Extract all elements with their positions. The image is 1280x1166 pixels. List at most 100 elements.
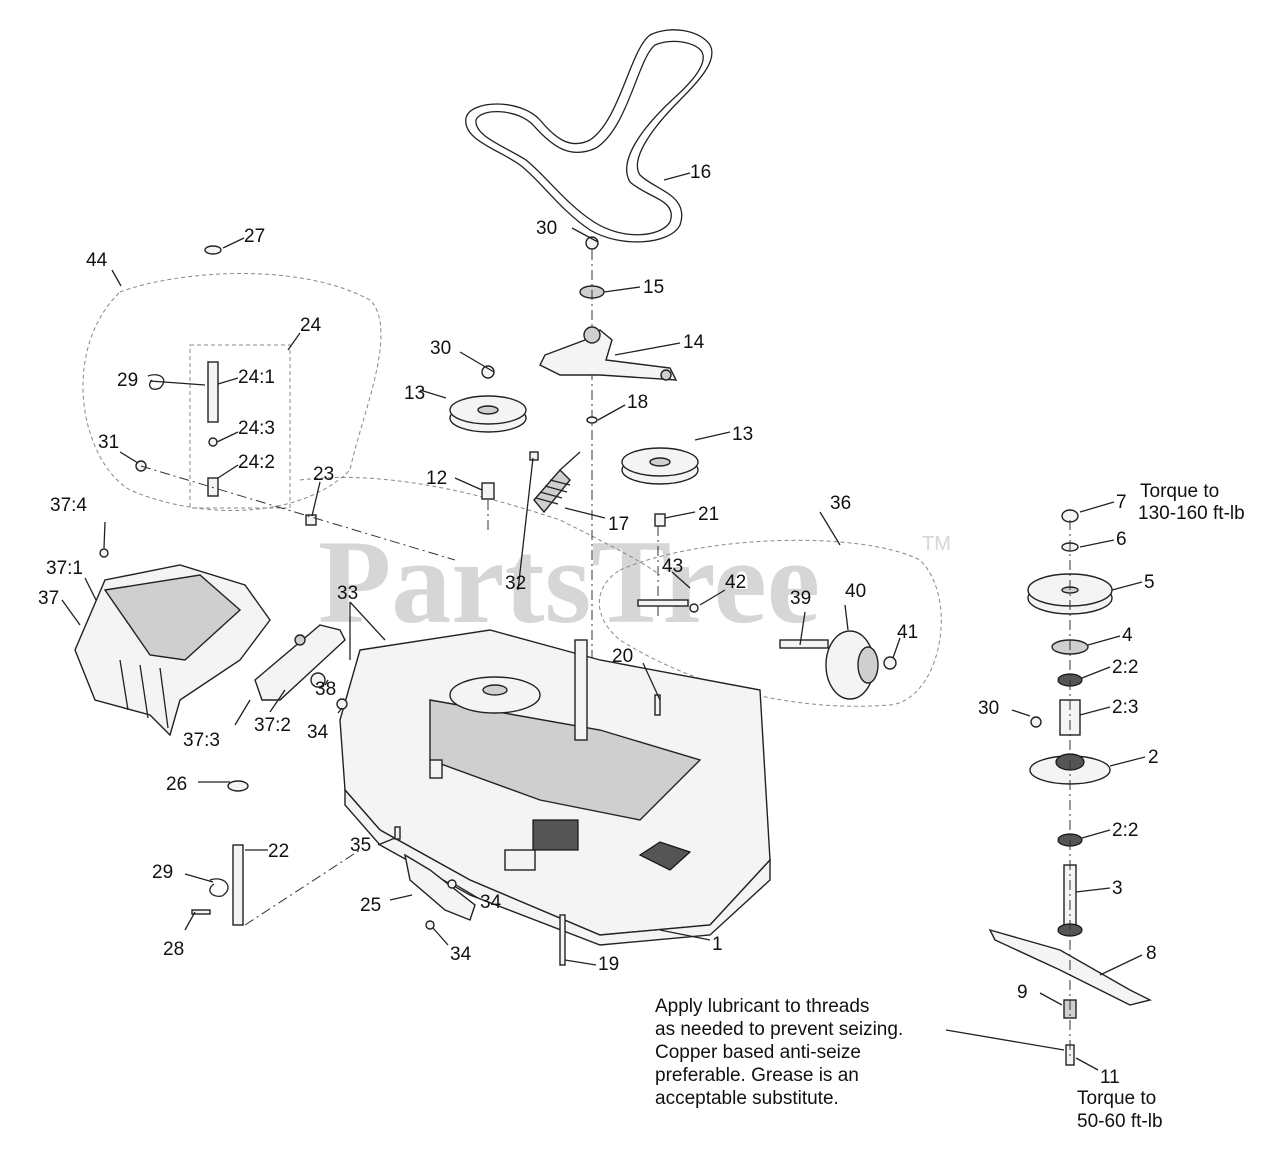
torque-note-bottom-line2: 50-60 ft-lb (1077, 1111, 1163, 1132)
lubricant-note-line4: preferable. Grease is an (655, 1065, 859, 1086)
lubricant-note-line5: acceptable substitute. (655, 1088, 839, 1109)
baffle-25 (404, 853, 476, 921)
idler-arm-14 (539, 326, 678, 381)
hairpin-29-top (147, 374, 165, 390)
callout-32: 32 (505, 573, 526, 594)
callout-30-right: 30 (978, 698, 999, 719)
callout-30-top: 30 (536, 218, 557, 239)
callout-13-right: 13 (732, 424, 753, 445)
watermark-text: PartsTree (318, 515, 820, 648)
callout-24: 24 (300, 315, 322, 336)
callout-24-2: 24:2 (238, 452, 275, 473)
callout-34-bottom: 34 (450, 944, 472, 965)
callout-37-4: 37:4 (50, 495, 87, 516)
callout-36: 36 (830, 493, 851, 514)
bolt-35 (394, 826, 401, 840)
axis-31 (140, 465, 456, 561)
callout-34-mid: 34 (480, 892, 502, 913)
axle-39 (779, 639, 829, 649)
discharge-chute-37 (74, 564, 271, 737)
spring-17 (533, 451, 581, 514)
callout-26: 26 (166, 774, 187, 795)
lubricant-note-line1: Apply lubricant to threads (655, 996, 869, 1017)
axis-22 (244, 849, 361, 926)
callout-37-2: 37:2 (254, 715, 291, 736)
nut-41 (883, 656, 897, 670)
callout-40: 40 (845, 581, 866, 602)
callout-37-1: 37:1 (46, 558, 83, 579)
callout-22: 22 (268, 841, 289, 862)
callout-23: 23 (313, 464, 334, 485)
chute-bracket-37-2 (254, 624, 346, 701)
deck-housing-1 (339, 629, 771, 946)
callout-44: 44 (86, 250, 108, 271)
callout-43: 43 (662, 556, 683, 577)
callout-25: 25 (360, 895, 381, 916)
callout-9: 9 (1017, 982, 1028, 1003)
torque-note-top-line1: Torque to (1140, 481, 1219, 502)
callout-24-1: 24:1 (238, 367, 275, 388)
bolt-43 (637, 599, 689, 607)
callout-3: 3 (1112, 878, 1123, 899)
callout-39: 39 (790, 588, 811, 609)
hairpin-29-bottom (209, 878, 229, 897)
callout-7: 7 (1116, 492, 1127, 513)
group-24-outline (189, 344, 291, 509)
callout-19: 19 (598, 954, 619, 975)
callout-42: 42 (725, 572, 746, 593)
callout-14: 14 (683, 332, 705, 353)
height-rod-24 (204, 245, 222, 497)
callout-13-left: 13 (404, 383, 425, 404)
callout-24-3: 24:3 (238, 418, 275, 439)
callout-11: 11 (1100, 1067, 1120, 1088)
callout-35: 35 (350, 835, 371, 856)
callout-27: 27 (244, 226, 265, 247)
callout-34-left: 34 (307, 722, 329, 743)
callout-1: 1 (712, 934, 723, 955)
callout-20: 20 (612, 646, 633, 667)
callout-29-top: 29 (117, 370, 138, 391)
callout-15: 15 (643, 277, 664, 298)
callout-18: 18 (627, 392, 648, 413)
nut-34-c (336, 698, 348, 710)
callout-29-bottom: 29 (152, 862, 173, 883)
callout-21: 21 (698, 504, 719, 525)
deck-group-outline (299, 476, 661, 576)
torque-note-top-line2: 130-160 ft-lb (1138, 503, 1245, 524)
bolt-21 (654, 513, 666, 527)
callout-2: 2 (1148, 747, 1159, 768)
callout-28: 28 (163, 939, 184, 960)
callout-37: 37 (38, 588, 59, 609)
callout-31: 31 (98, 432, 119, 453)
callout-5: 5 (1144, 572, 1155, 593)
callout-30-mid: 30 (430, 338, 451, 359)
bolt-32 (529, 451, 539, 461)
washer-42 (689, 603, 699, 613)
leader-lines (61, 172, 1146, 1071)
callout-17: 17 (608, 514, 629, 535)
torque-note-bottom-line1: Torque to (1077, 1088, 1156, 1109)
nut-34-b (425, 920, 435, 930)
pin-37-4 (99, 548, 109, 558)
group-44-outline (82, 273, 382, 511)
callout-12: 12 (426, 468, 447, 489)
anti-scalp-wheel-40 (825, 630, 879, 700)
callout-41: 41 (897, 622, 918, 643)
idler-pulley-13-left (449, 395, 527, 433)
height-rod-22 (191, 780, 249, 926)
callout-16: 16 (690, 162, 711, 183)
callout-4: 4 (1122, 625, 1133, 646)
idler-pulley-13-right (621, 447, 699, 485)
bolt-34-a (447, 879, 457, 889)
callout-33: 33 (337, 583, 358, 604)
lubricant-note-line2: as needed to prevent seizing. (655, 1019, 903, 1040)
belt-16 (465, 29, 713, 243)
lubricant-note-line3: Copper based anti-seize (655, 1042, 861, 1063)
callout-2-2-bottom: 2:2 (1112, 820, 1138, 841)
callout-37-3: 37:3 (183, 730, 220, 751)
callout-2-3: 2:3 (1112, 697, 1138, 718)
watermark-trademark: TM (922, 533, 951, 555)
bolt-19 (559, 914, 566, 966)
